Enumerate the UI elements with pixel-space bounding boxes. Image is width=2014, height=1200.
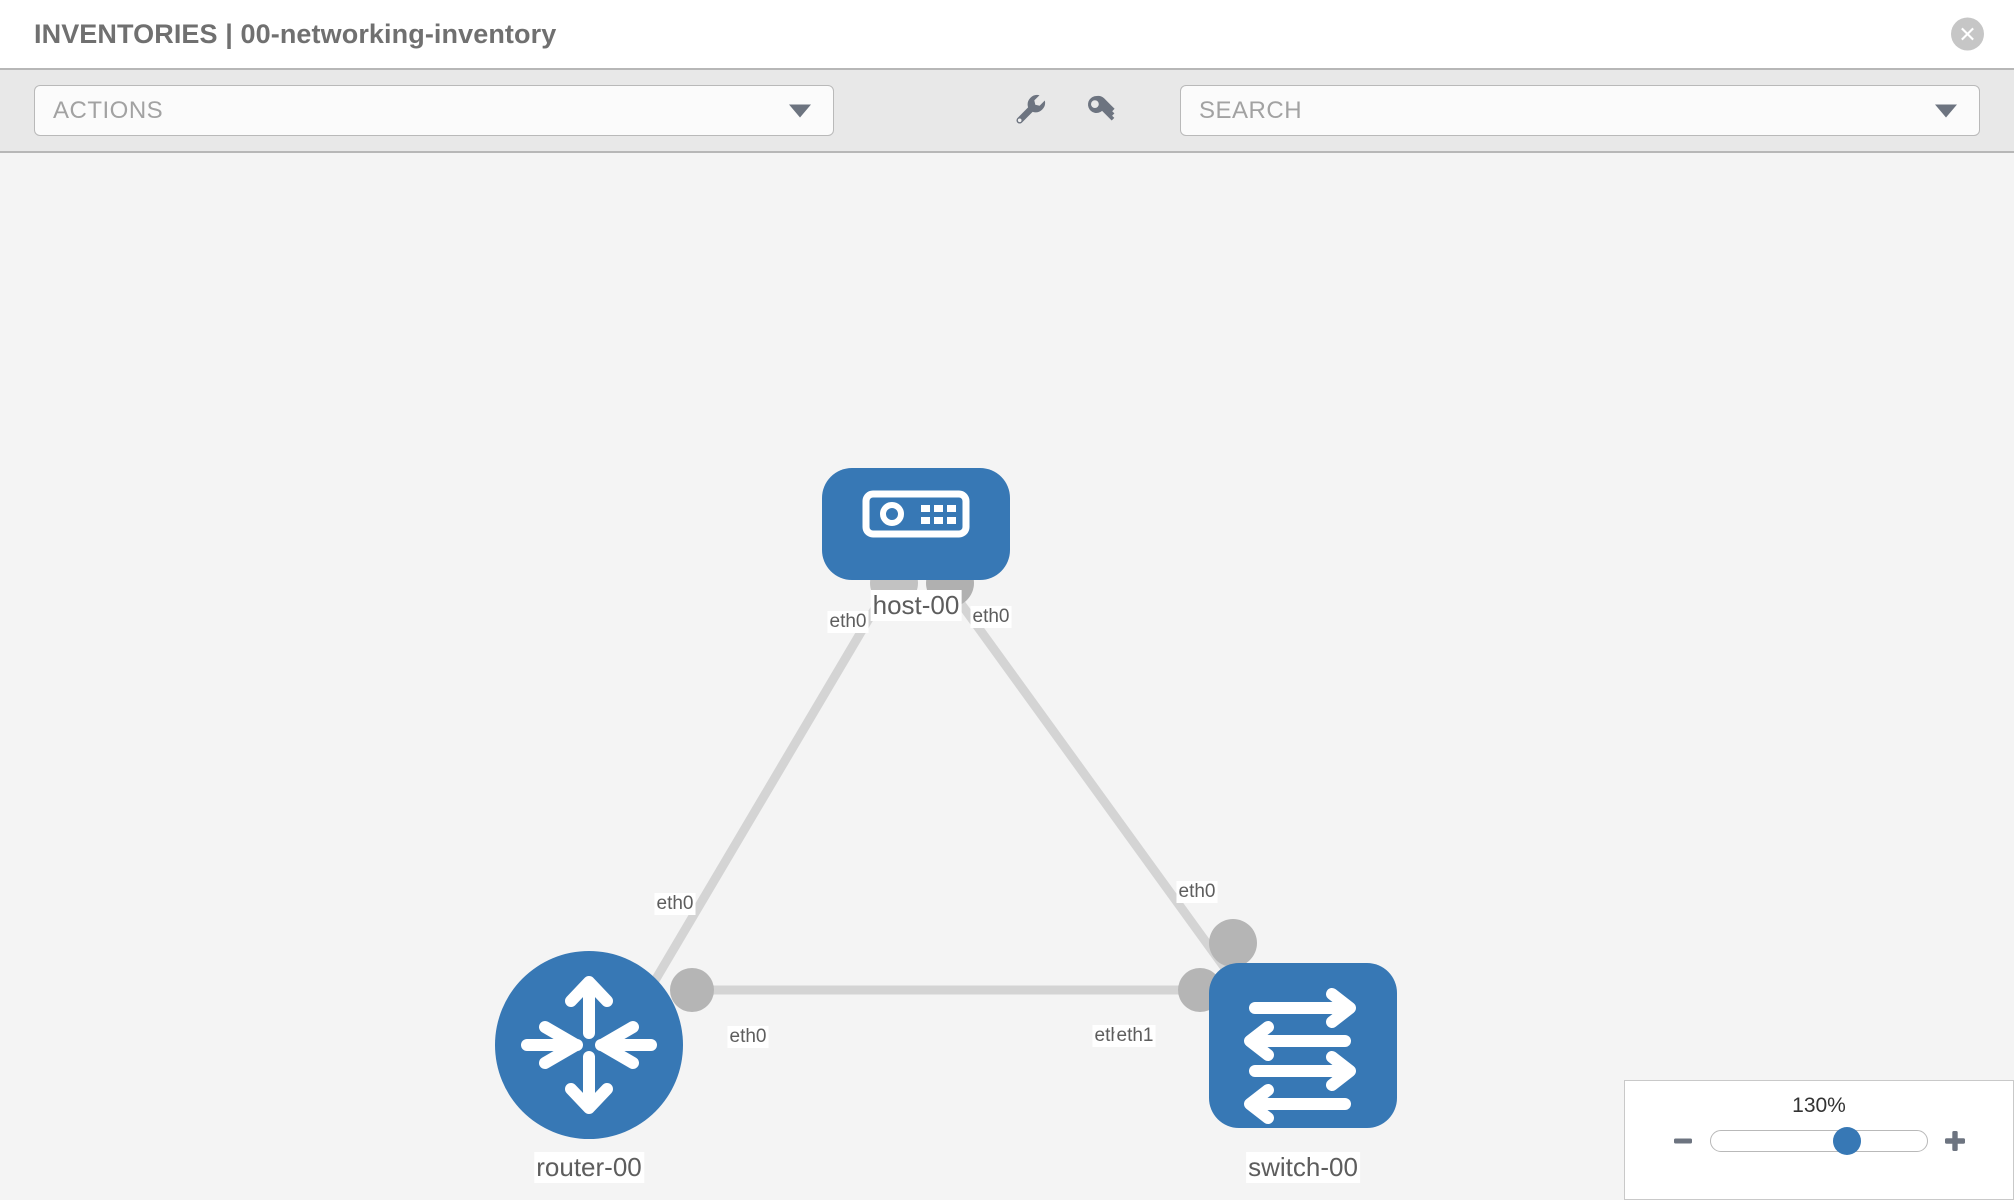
plus-icon[interactable]: [1942, 1128, 1968, 1154]
wrench-icon[interactable]: [1009, 89, 1047, 132]
window-header: INVENTORIES | 00-networking-inventory: [0, 0, 2014, 70]
connector-router-right: [670, 968, 714, 1012]
zoom-control-panel: 130%: [1624, 1080, 2014, 1200]
link-router-host: [646, 580, 894, 992]
minus-icon[interactable]: [1670, 1128, 1696, 1154]
chevron-down-icon: [1935, 104, 1957, 117]
topology-graph: host-00 router-00 switch-00 eth0 eth0 et…: [0, 153, 2014, 1200]
router-arrows-icon: [521, 976, 657, 1114]
switch-arrows-icon: [1244, 988, 1356, 1124]
node-label-router: router-00: [534, 1152, 644, 1183]
key-icon[interactable]: [1083, 89, 1121, 132]
link-host-switch: [942, 580, 1244, 992]
close-icon[interactable]: [1951, 17, 1984, 51]
iface-label-switch-eth1-left: eth1: [1114, 1025, 1156, 1047]
topology-canvas[interactable]: host-00 router-00 switch-00 eth0 eth0 et…: [0, 153, 2014, 1200]
node-host-00: [822, 468, 1010, 580]
connector-switch-top: [1209, 919, 1257, 967]
toolbar-icon-group: [1009, 89, 1121, 132]
actions-dropdown-label: ACTIONS: [53, 96, 164, 124]
topology-links: [646, 580, 1244, 995]
topology-connectors: [670, 559, 1257, 1012]
search-input-placeholder: SEARCH: [1199, 96, 1303, 124]
page-title: INVENTORIES | 00-networking-inventory: [34, 18, 557, 49]
server-icon: [862, 490, 970, 538]
chevron-down-icon: [789, 104, 811, 117]
iface-label-router-eth0-right: eth0: [727, 1026, 769, 1048]
zoom-control-row: [1625, 1127, 2013, 1155]
iface-label-router-eth0-up: eth0: [654, 893, 696, 915]
iface-label-host-eth0-left: eth0: [827, 611, 869, 633]
node-switch-00: [1209, 963, 1397, 1128]
actions-dropdown[interactable]: ACTIONS: [34, 85, 834, 136]
zoom-level-label: 130%: [1792, 1094, 1846, 1117]
iface-label-switch-eth0-up: eth0: [1176, 881, 1218, 903]
zoom-slider-thumb[interactable]: [1833, 1127, 1862, 1155]
toolbar: ACTIONS SEARCH: [0, 70, 2014, 153]
iface-label-host-eth0-right: eth0: [970, 606, 1012, 628]
zoom-slider[interactable]: [1710, 1127, 1928, 1155]
search-input[interactable]: SEARCH: [1180, 85, 1980, 136]
node-label-host: host-00: [870, 590, 962, 621]
node-router-00: [495, 951, 683, 1139]
node-label-switch: switch-00: [1246, 1152, 1360, 1183]
